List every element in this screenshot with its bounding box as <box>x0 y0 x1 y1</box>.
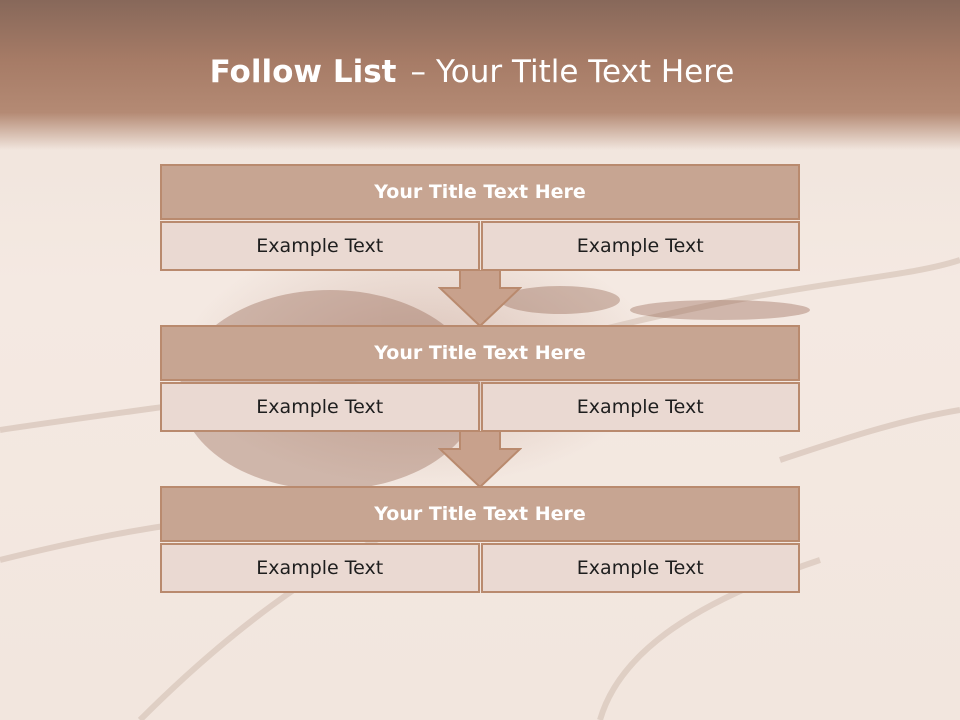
block-cell-right: Example Text <box>480 221 800 271</box>
title-dash: – <box>410 54 426 90</box>
block-cell-left: Example Text <box>160 221 480 271</box>
title-rest: Your Title Text Here <box>435 54 735 90</box>
block-header: Your Title Text Here <box>160 486 800 542</box>
block-header: Your Title Text Here <box>160 164 800 220</box>
follow-block-1: Your Title Text Here Example Text Exampl… <box>160 164 800 271</box>
block-cell-left: Example Text <box>160 382 480 432</box>
follow-block-2: Your Title Text Here Example Text Exampl… <box>160 325 800 432</box>
title-bold: Follow List <box>209 54 397 90</box>
block-cell-left: Example Text <box>160 543 480 593</box>
block-cell-right: Example Text <box>480 543 800 593</box>
follow-block-3: Your Title Text Here Example Text Exampl… <box>160 486 800 593</box>
block-cell-right: Example Text <box>480 382 800 432</box>
block-header: Your Title Text Here <box>160 325 800 381</box>
header-band <box>0 0 960 150</box>
down-arrow-icon <box>438 270 522 328</box>
block-row: Example Text Example Text <box>160 543 800 593</box>
slide-title: Follow List–Your Title Text Here <box>0 54 944 90</box>
block-row: Example Text Example Text <box>160 382 800 432</box>
block-row: Example Text Example Text <box>160 221 800 271</box>
down-arrow-icon <box>438 431 522 489</box>
